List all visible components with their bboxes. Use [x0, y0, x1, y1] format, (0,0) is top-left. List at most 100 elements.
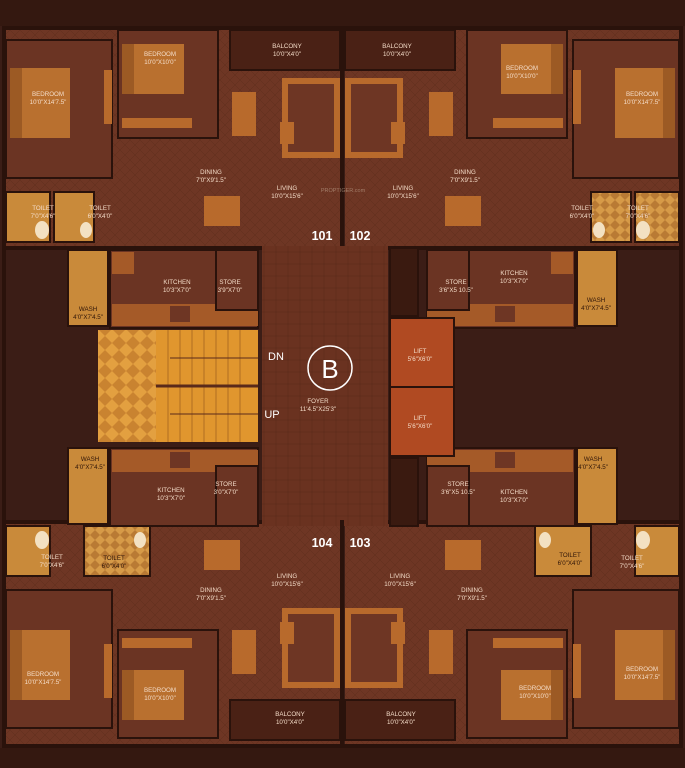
u101-living-size: 10'0"X15'6" [271, 193, 303, 200]
u101-kitchen-name: KITCHEN [163, 279, 190, 286]
bed-headboard [122, 44, 134, 94]
balcony-104 [229, 699, 341, 741]
u102-store-name: STORE [445, 279, 466, 286]
u104-bedroom-b-size: 10'0"X10'0" [144, 695, 176, 702]
u103-bedroom-b-size: 10'0"X10'0" [519, 693, 551, 700]
dining-table-icon [204, 196, 240, 226]
store-103 [426, 465, 470, 527]
unit-104 [5, 447, 341, 741]
u103-store-name: STORE [447, 481, 468, 488]
u101-bedroom-a-name: BEDROOM [32, 91, 64, 98]
bed-headboard [10, 68, 22, 138]
u104-toilet-a-size: 7'0"X4'6" [40, 562, 65, 569]
u101-balcony-size: 10'0"X4'0" [273, 51, 301, 58]
u101-toilet-b-name: TOILET [89, 205, 111, 212]
bed-headboard [10, 630, 22, 700]
sofa-inner [288, 84, 334, 152]
wardrobe [104, 70, 112, 124]
u103-toilet-a-name: TOILET [621, 555, 643, 562]
dining-table-icon [445, 540, 481, 570]
store-104 [215, 465, 259, 527]
wash-103 [576, 447, 618, 525]
u102-kitchen-size: 10'3"X7'0" [500, 278, 528, 285]
sofa-inner [351, 614, 397, 682]
block-marker-ring [307, 345, 353, 391]
u103-bedroom-b-name: BEDROOM [519, 685, 551, 692]
dining-table-icon [445, 196, 481, 226]
u104-bedroom-a-name: BEDROOM [27, 671, 59, 678]
u103-balcony-name: BALCONY [386, 711, 416, 718]
u103-balcony-size: 10'0"X4'0" [387, 719, 415, 726]
u102-living-name: LIVING [393, 185, 413, 192]
u104-kitchen-name: KITCHEN [157, 487, 184, 494]
duct [389, 457, 419, 527]
u104-dining-size: 7'0"X9'1.5" [196, 595, 226, 602]
u103-toilet-b-size: 6'0"X4'0" [558, 560, 583, 567]
u102-bedroom-b-size: 10'0"X10'0" [506, 73, 538, 80]
u101-bedroom-a-size: 10'0"X14'7.5" [30, 99, 67, 106]
u102-toilet-a-name: TOILET [627, 205, 649, 212]
u101-toilet-a-name: TOILET [32, 205, 54, 212]
duct [389, 247, 419, 317]
u102-bedroom-a-name: BEDROOM [626, 91, 658, 98]
block-letter: B [321, 354, 338, 384]
balcony-103 [344, 699, 456, 741]
balcony-102 [344, 29, 456, 71]
u101-store-size: 3'9"X7'0" [218, 287, 243, 294]
u104-wash-name: WASH [81, 456, 99, 463]
u102-living-size: 10'0"X15'6" [387, 193, 419, 200]
armchair-icon [429, 92, 453, 136]
lift-2-size: 5'6"X6'0" [408, 423, 433, 430]
stair-up-label: UP [264, 409, 279, 421]
unit-101 [5, 29, 341, 329]
u102-toilet-b-name: TOILET [571, 205, 593, 212]
bed-headboard [551, 44, 563, 94]
sofa-inner [288, 614, 334, 682]
sofa-inner [351, 84, 397, 152]
wc-icon [35, 221, 49, 239]
u102-toilet-a-size: 7'0"X4'6" [626, 213, 651, 220]
u101-bedroom-b-name: BEDROOM [144, 51, 176, 58]
bed-headboard [663, 630, 675, 700]
u103-kitchen-name: KITCHEN [500, 489, 527, 496]
wardrobe [493, 118, 563, 128]
wc-icon [636, 531, 650, 549]
u104-toilet-a-name: TOILET [41, 554, 63, 561]
bottom-band [0, 748, 685, 768]
wc-icon [134, 532, 146, 548]
u101-toilet-a-size: 7'0"X4'6" [31, 213, 56, 220]
dining-table-icon [204, 540, 240, 570]
u101-dining-name: DINING [200, 169, 222, 176]
foyer-size: 11'4.5"X25'3" [300, 406, 336, 413]
wash-102 [576, 249, 618, 327]
armchair-icon [232, 630, 256, 674]
bed-headboard [122, 670, 134, 720]
coffee-table-icon [391, 622, 405, 644]
u101-bedroom-b-size: 10'0"X10'0" [144, 59, 176, 66]
u102-bedroom-b-name: BEDROOM [506, 65, 538, 72]
fridge-icon [112, 252, 134, 274]
wash-104 [67, 447, 109, 525]
u103-toilet-b-name: TOILET [559, 552, 581, 559]
u103-dining-name: DINING [461, 587, 483, 594]
u103-bedroom-a-name: BEDROOM [626, 666, 658, 673]
u101-toilet-b-size: 6'0"X4'0" [88, 213, 113, 220]
u103-kitchen-size: 10'3"X7'0" [500, 497, 528, 504]
u104-balcony-name: BALCONY [275, 711, 305, 718]
wash-101 [67, 249, 109, 327]
u101-kitchen-size: 10'3"X7'0" [163, 287, 191, 294]
store-102 [426, 249, 470, 311]
u103-dining-size: 7'0"X9'1.5" [457, 595, 487, 602]
u104-store-size: 3'0"X7'0" [214, 489, 239, 496]
wc-icon [593, 222, 605, 238]
u104-toilet-b-name: TOILET [103, 555, 125, 562]
wardrobe [573, 70, 581, 124]
armchair-icon [232, 92, 256, 136]
bed-headboard [551, 670, 563, 720]
u104-balcony-size: 10'0"X4'0" [276, 719, 304, 726]
wardrobe [104, 644, 112, 698]
stove-icon [170, 306, 190, 322]
unit-103 [344, 447, 680, 741]
unit-number-103: 103 [350, 536, 371, 550]
